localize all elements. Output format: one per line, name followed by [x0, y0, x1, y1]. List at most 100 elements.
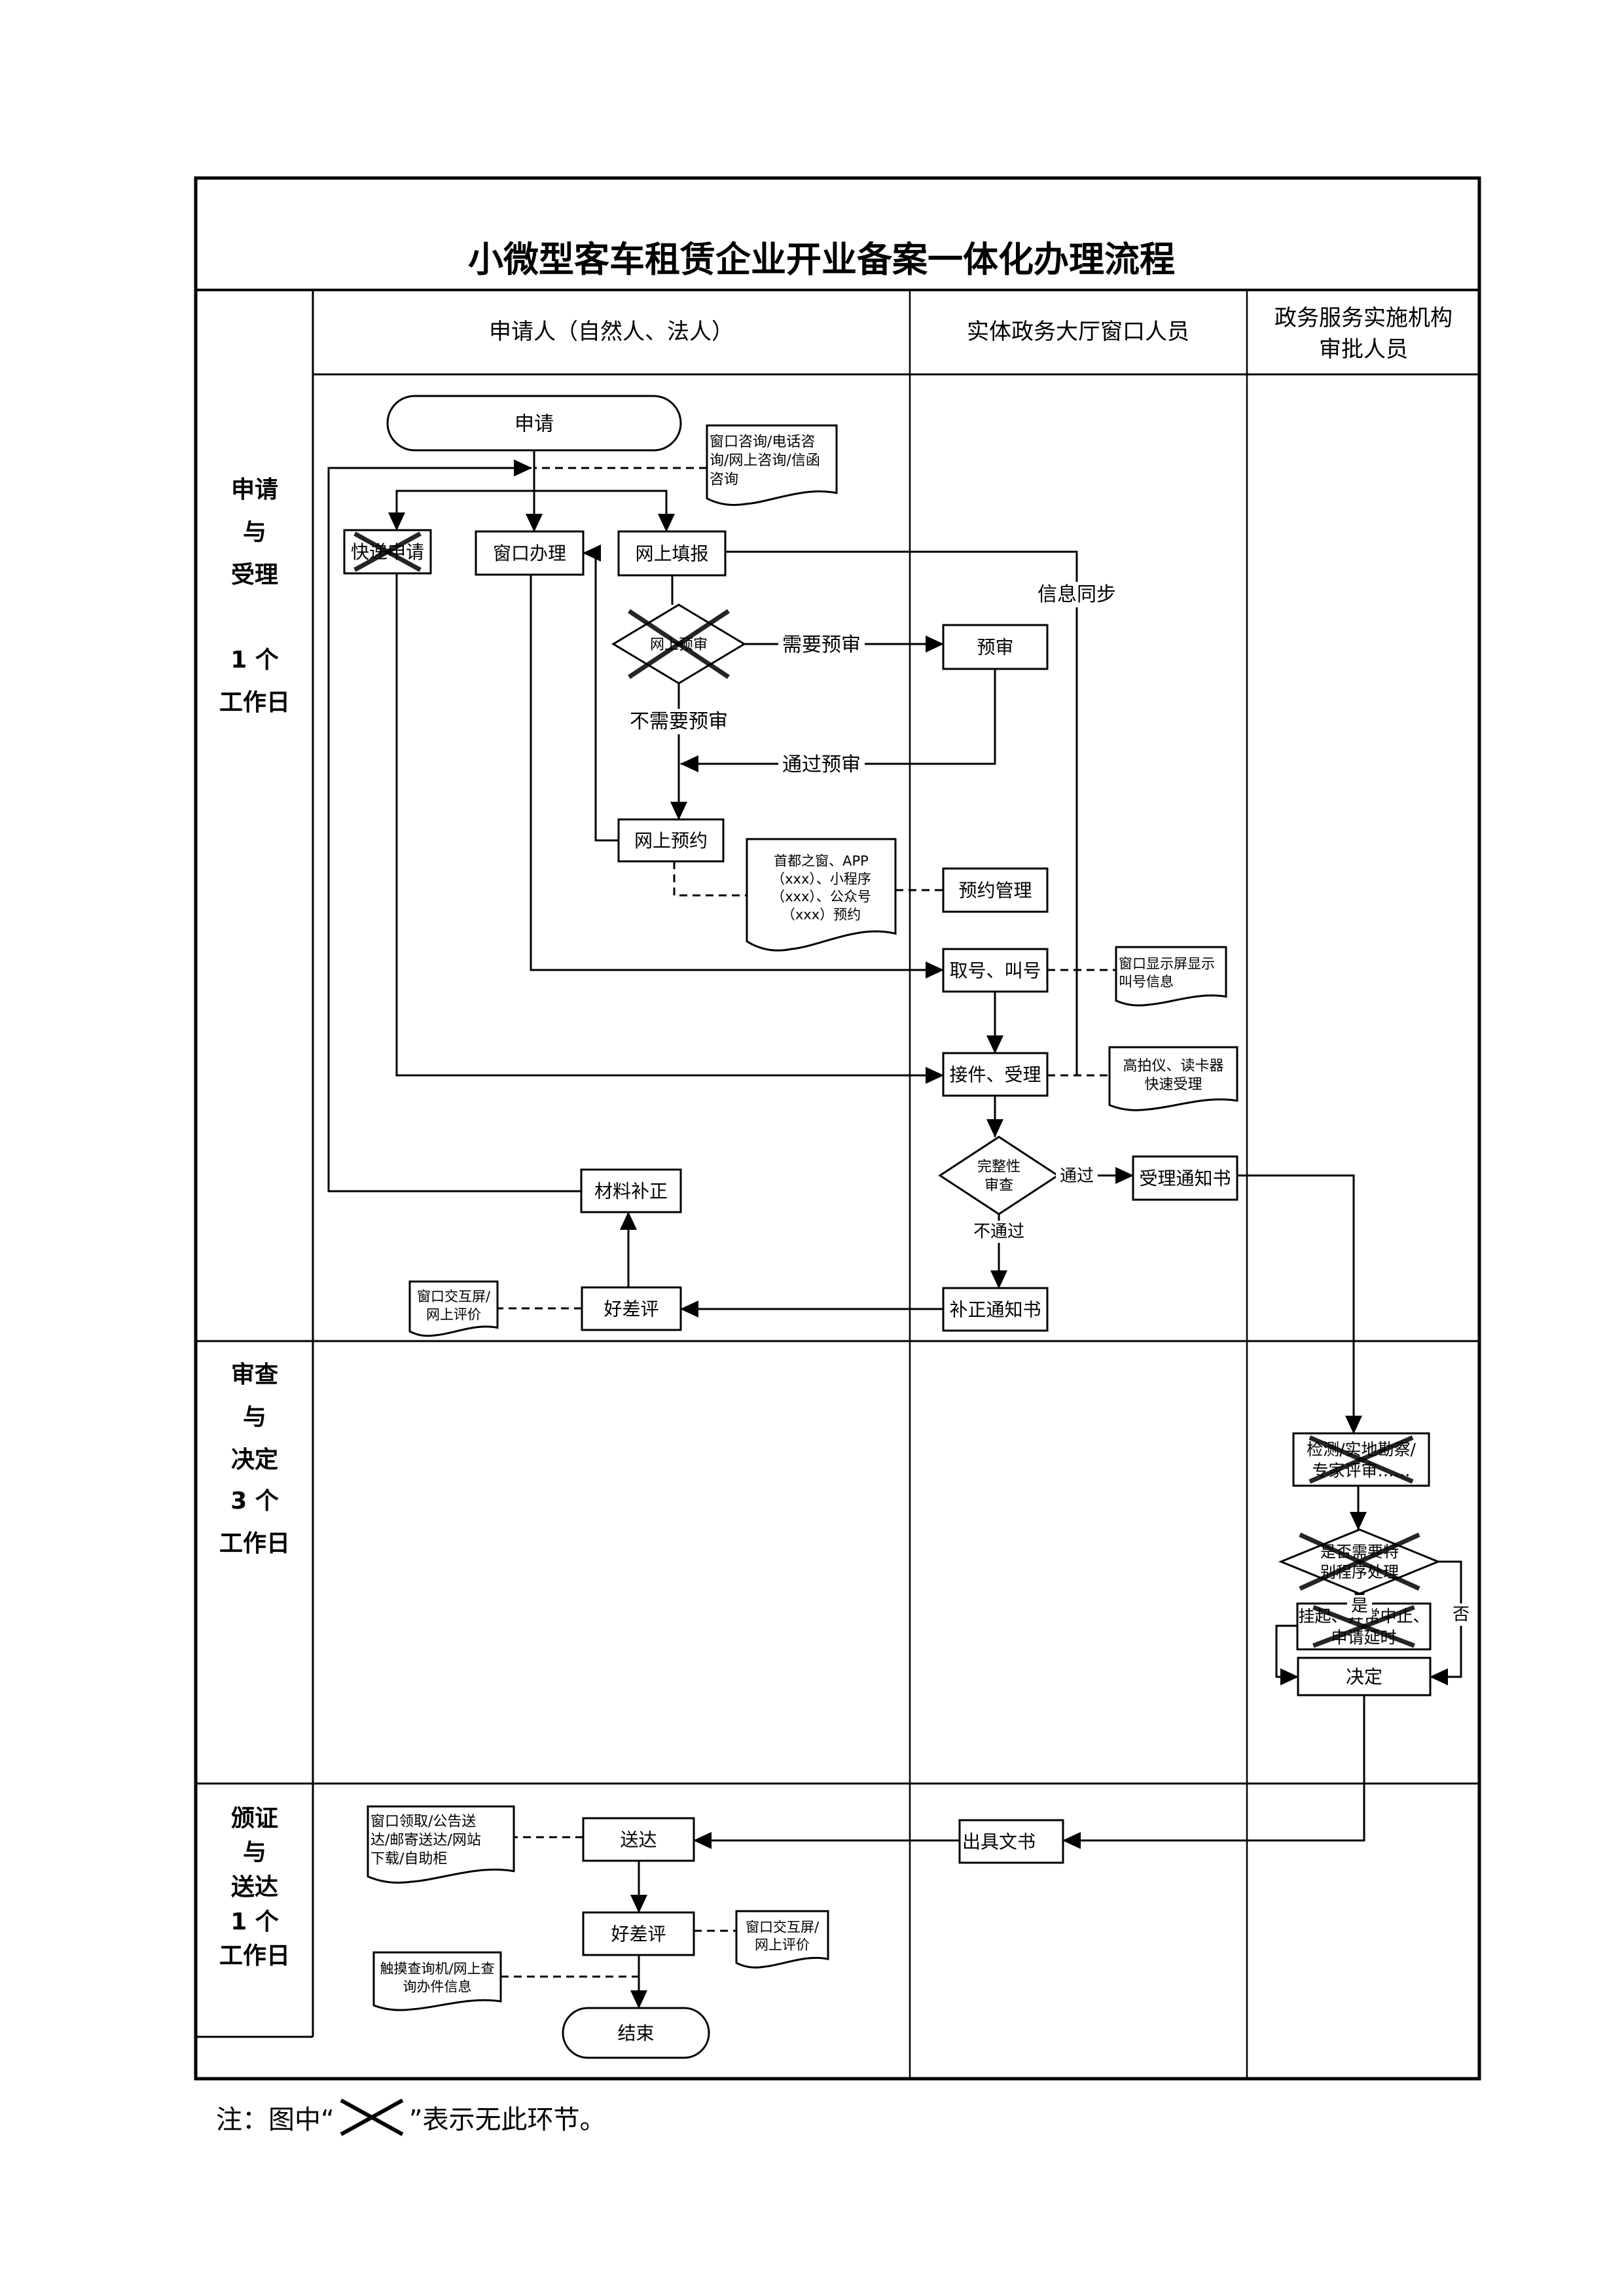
svg-text:决定: 决定: [231, 1446, 278, 1473]
document-shape: [408, 1280, 499, 1337]
node-rating2: 好差评: [582, 1911, 695, 1956]
edge-label-pass-bg: [1055, 1165, 1098, 1187]
svg-text:受理: 受理: [231, 562, 278, 588]
process-shape: [582, 1911, 695, 1956]
node-label: 好差评: [611, 1924, 666, 1945]
stage-label-deliver: 颁证 与 送达 1 个 工作日: [219, 1805, 290, 1969]
node-label: 咨询: [710, 471, 738, 488]
lane-header-window: 实体政务大厅窗口人员: [967, 319, 1189, 345]
edge-label-no-precheck: 不需要预审: [630, 710, 728, 733]
node-label: 触摸查询机/网上查: [380, 1961, 494, 1977]
edge-label-info-sync-bg: [1034, 582, 1120, 607]
document-shape: [372, 1951, 502, 2011]
node-label: 决定: [1346, 1666, 1382, 1688]
process-shape: [942, 1052, 1049, 1097]
node-label: 结束: [617, 2022, 654, 2044]
terminator-shape: [562, 2007, 710, 2059]
process-shape: [958, 1819, 1064, 1864]
svg-text:与: 与: [243, 519, 266, 546]
edge-suspend-decision: [1275, 1624, 1299, 1685]
edge-label-need-precheck: 需要预审: [782, 634, 861, 656]
svg-text:工作日: 工作日: [219, 689, 290, 716]
edge-label-pass-precheck: 通过预审: [782, 753, 861, 776]
node-label: 申请: [514, 412, 554, 435]
node-label: 网上评价: [426, 1306, 481, 1322]
node-rating1: 好差评: [581, 1286, 682, 1331]
edge-split-online: [534, 490, 675, 532]
document-shape: [735, 1910, 829, 1969]
stage-label-apply: 申请 与 受理 1 个 工作日: [219, 476, 290, 716]
svg-text:颁证: 颁证: [231, 1805, 278, 1832]
document-shape: [746, 838, 897, 952]
edge-label-yes-bg: [1346, 1595, 1373, 1617]
nodes: 申请窗口咨询/电话咨询/网上咨询/信函咨询快递申请窗口办理网上填报网上预审预审网…: [343, 395, 1441, 2059]
node-label: 受理通知书: [1139, 1168, 1231, 1189]
node-material-fix: 材料补正: [580, 1168, 682, 1213]
node-end: 结束: [562, 2007, 710, 2059]
node-label: 专家评审……: [1312, 1461, 1410, 1480]
svg-text:送达: 送达: [231, 1874, 278, 1901]
edge-label-no: 否: [1453, 1605, 1470, 1624]
edge-booking-window: [583, 545, 619, 842]
node-label: 预约管理: [958, 880, 1032, 901]
node-label: 高拍仪、读卡器: [1123, 1058, 1223, 1074]
lane-header-approver-line1: 政务服务实施机构: [1274, 305, 1453, 331]
document-shape: [1115, 946, 1227, 1007]
process-shape: [617, 818, 725, 863]
svg-text:工作日: 工作日: [219, 1943, 290, 1969]
svg-text:与: 与: [243, 1839, 266, 1866]
svg-text:工作日: 工作日: [219, 1530, 290, 1557]
node-label: 完整性: [977, 1159, 1020, 1175]
node-label: 窗口交互屏/: [417, 1289, 491, 1304]
cross-mark-icon: [1299, 1532, 1420, 1591]
node-accept-notice: 受理通知书: [1132, 1155, 1238, 1201]
svg-text:申请: 申请: [231, 476, 278, 503]
process-shape: [942, 1287, 1049, 1332]
edge-label-info-sync: 信息同步: [1038, 583, 1116, 606]
svg-text:1 个: 1 个: [230, 1909, 279, 1935]
node-label: 出具文书: [962, 1831, 1036, 1853]
node-booking-doc: 首都之窗、APP（xxx）、小程序（xxx）、公众号（xxx）预约: [746, 838, 897, 952]
edge-label-pass-precheck-bg: [778, 752, 865, 778]
node-label: （xxx）、小程序: [771, 871, 871, 887]
node-label: 送达: [620, 1829, 657, 1851]
node-label: 取号、叫号: [949, 960, 1041, 982]
page-title: 小微型客车租赁企业开业备案一体化办理流程: [468, 239, 1175, 280]
edge-labels: 需要预审不需要预审通过预审信息同步通过不通过是否: [626, 582, 1474, 1626]
process-shape: [581, 1286, 682, 1331]
node-window-apply: 窗口办理: [475, 530, 585, 576]
node-label: 接件、受理: [949, 1064, 1041, 1086]
node-correction-notice: 补正通知书: [942, 1287, 1049, 1332]
node-label: 补正通知书: [949, 1299, 1041, 1321]
document-shape: [706, 424, 838, 507]
node-label: 询办件信息: [403, 1979, 472, 1994]
node-label: 窗口咨询/电话咨: [710, 434, 815, 450]
node-rating2-doc: 窗口交互屏/网上评价: [735, 1910, 829, 1969]
node-label: （xxx）预约: [782, 906, 861, 922]
node-label: 窗口显示屏显示: [1119, 956, 1215, 972]
node-label: 网上评价: [755, 1937, 810, 1953]
edge-label-no-bg: [1448, 1604, 1474, 1626]
stage-label-review: 审查 与 决定 3 个 工作日: [219, 1361, 290, 1557]
edge-booking-doc: [673, 861, 747, 897]
node-decision: 决定: [1297, 1657, 1432, 1696]
legend-note: 注：图中“ ”表示无此环节。: [216, 2098, 605, 2137]
node-precheck: 预审: [942, 624, 1049, 670]
node-express: 快递申请: [343, 529, 432, 575]
edge-correction-loop: [327, 459, 581, 1193]
edge-label-need-precheck-bg: [778, 632, 865, 658]
cross-mark-icon: [1312, 1605, 1415, 1648]
process-shape: [475, 530, 585, 576]
lane-header-applicant: 申请人（自然人、法人）: [489, 319, 734, 345]
swimlane-grid: [194, 176, 1481, 2081]
edge-label-fail: 不通过: [973, 1222, 1024, 1242]
node-issue-doc: 出具文书: [958, 1819, 1064, 1864]
